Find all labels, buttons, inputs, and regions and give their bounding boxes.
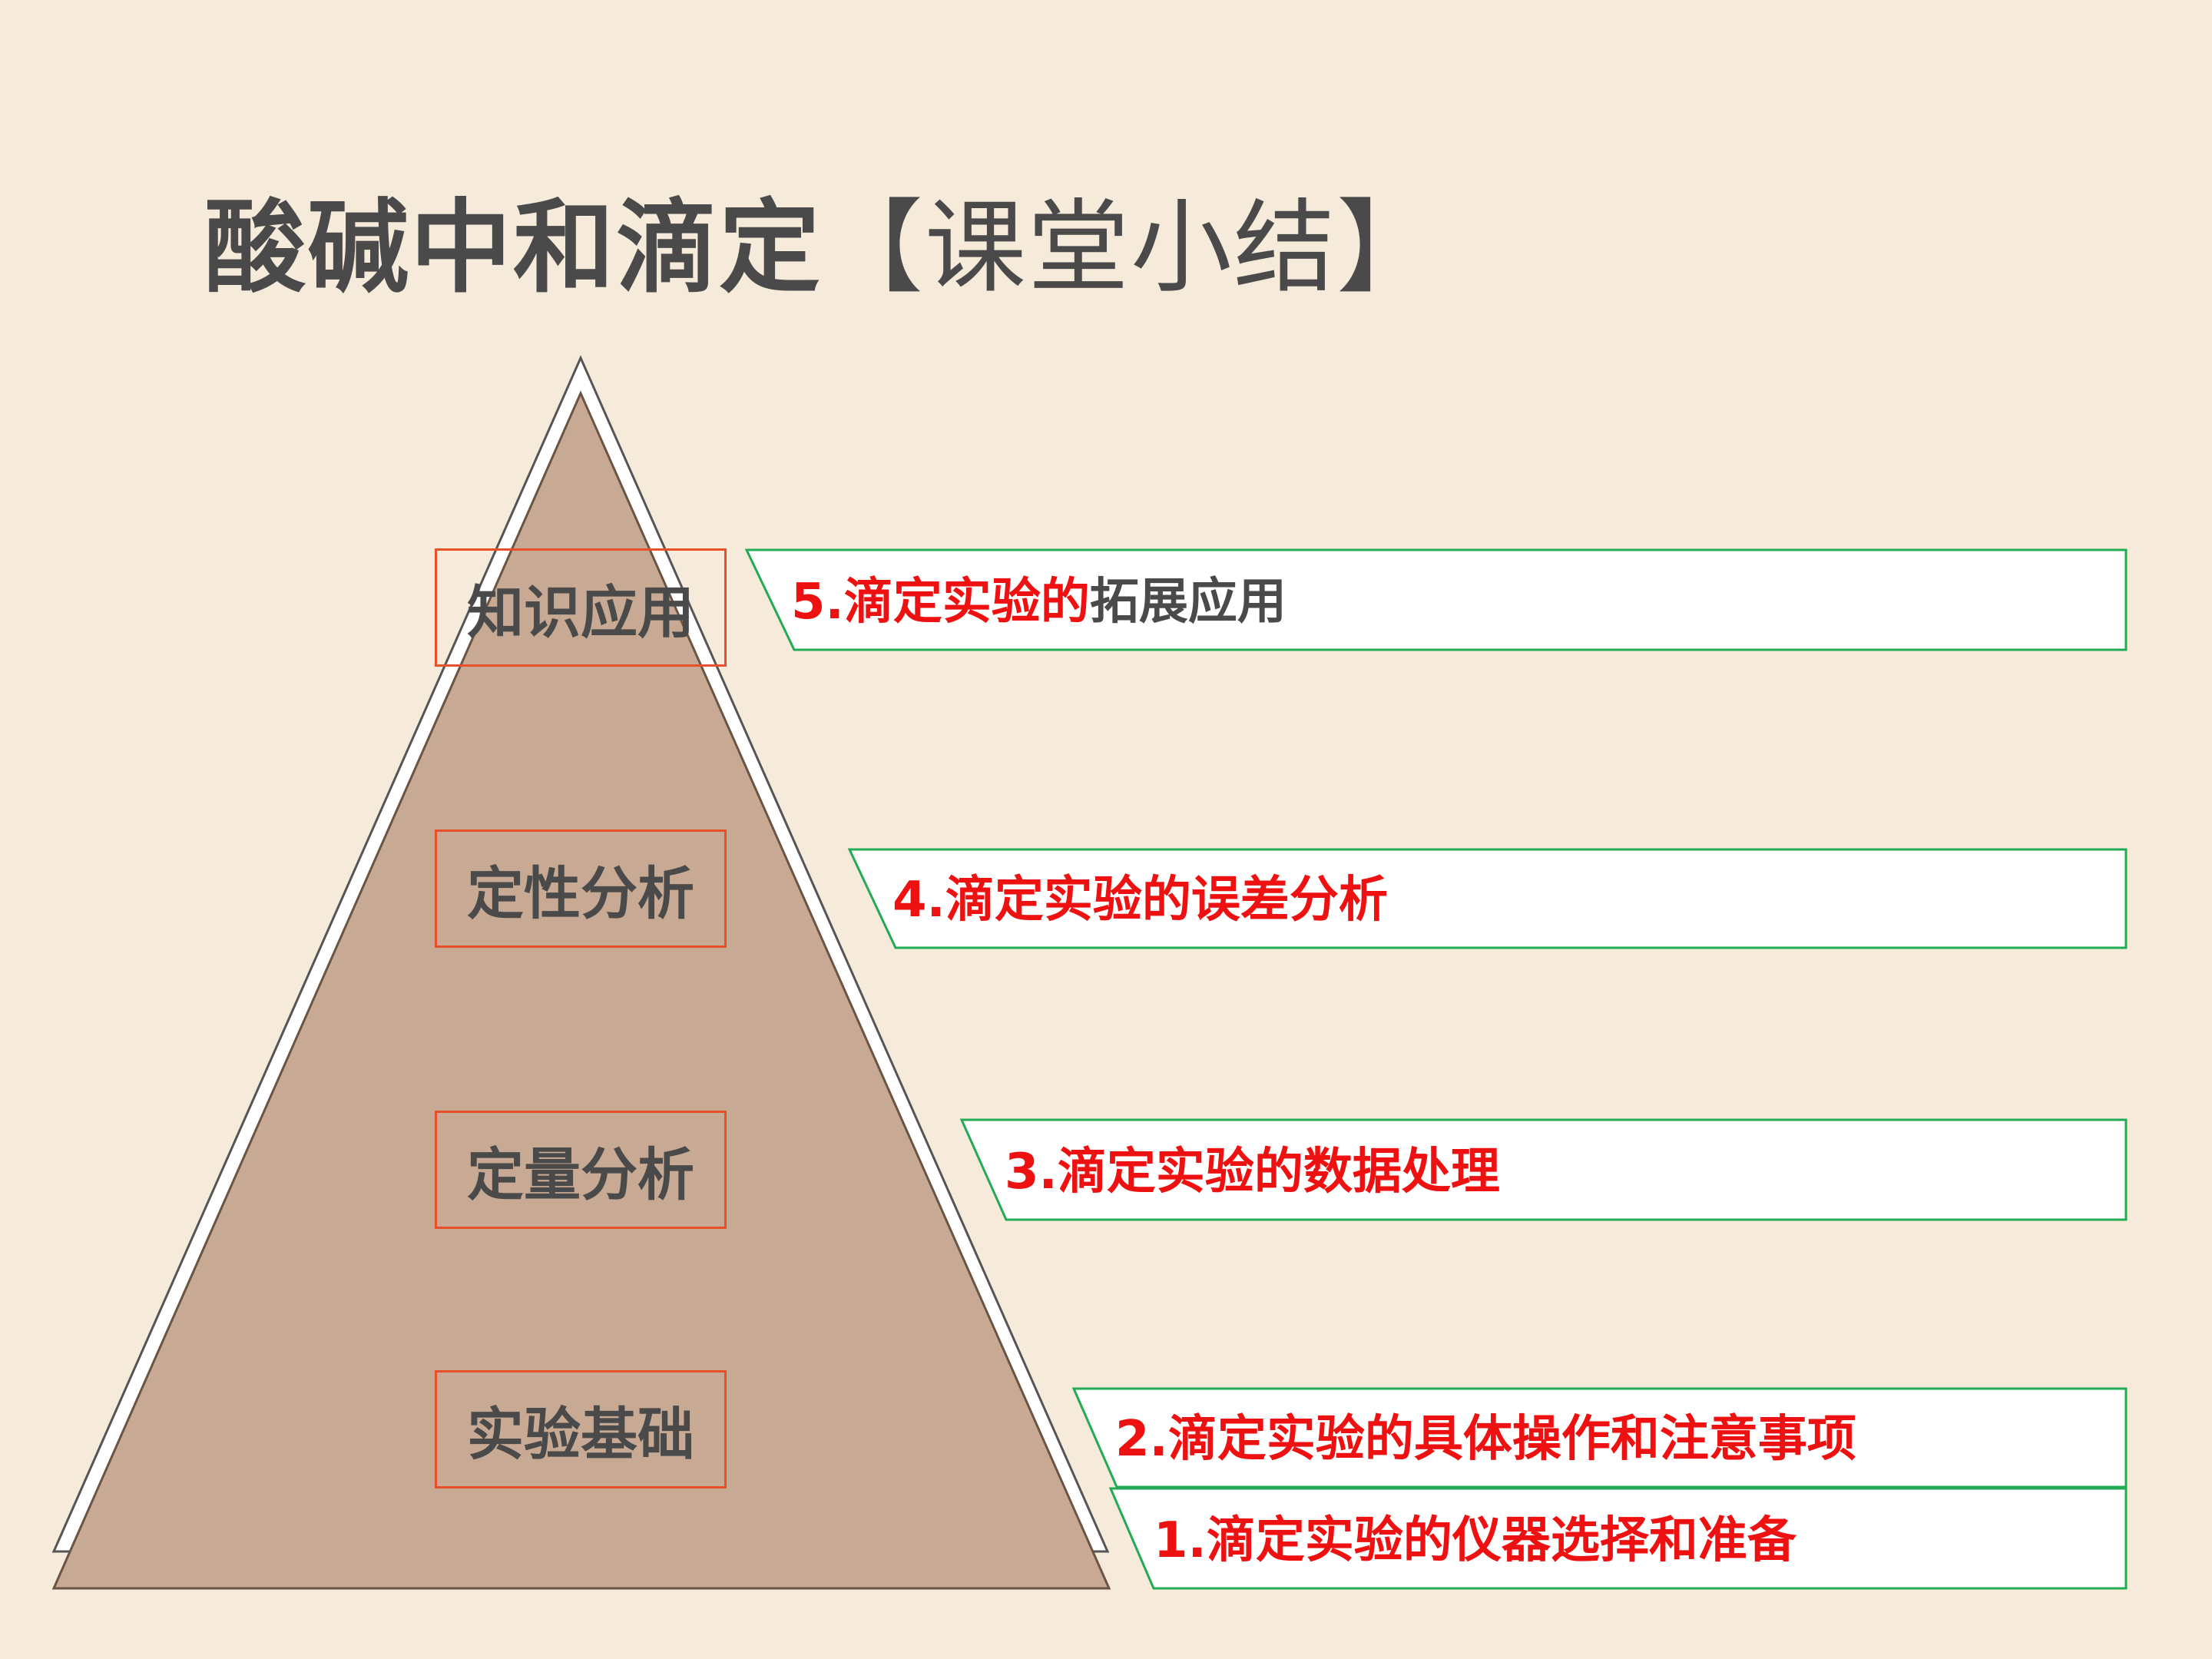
title-main: 酸碱中和滴定 bbox=[204, 189, 822, 307]
item-label-5: 5.滴定实验的拓展应用 bbox=[791, 571, 1286, 633]
item-label-red: 5.滴定实验的 bbox=[791, 574, 1090, 631]
item-label-red: 2.滴定实验的具体操作和注意事项 bbox=[1115, 1411, 1856, 1468]
banner-1 bbox=[1108, 1487, 2128, 1590]
item-label-red: 1.滴定实验的仪器选择和准备 bbox=[1154, 1512, 1796, 1569]
banner-4 bbox=[847, 848, 2128, 949]
item-label-2: 2.滴定实验的具体操作和注意事项 bbox=[1115, 1409, 1856, 1470]
page-title: 酸碱中和滴定【课堂小结】 bbox=[204, 190, 1439, 306]
level-box-experiment-basics: 实验基础 bbox=[435, 1370, 727, 1488]
level-label: 知识应用 bbox=[467, 579, 694, 646]
title-bracket: 【课堂小结】 bbox=[822, 189, 1439, 307]
item-label-4: 4.滴定实验的误差分析 bbox=[892, 869, 1388, 931]
level-box-quantitative-analysis: 定量分析 bbox=[435, 1111, 727, 1229]
item-label-1: 1.滴定实验的仪器选择和准备 bbox=[1154, 1510, 1796, 1571]
pyramid-fill bbox=[51, 390, 1111, 1590]
level-label: 定量分析 bbox=[467, 1141, 694, 1208]
banner-5 bbox=[744, 548, 2128, 651]
level-box-qualitative-analysis: 定性分析 bbox=[435, 830, 727, 948]
item-label-red: 4.滴定实验的误差分析 bbox=[892, 872, 1388, 929]
item-label-gray: 拓展应用 bbox=[1089, 574, 1286, 631]
level-label: 实验基础 bbox=[467, 1401, 694, 1468]
banner-3 bbox=[959, 1118, 2128, 1221]
item-label-red: 3.滴定实验的数据处理 bbox=[1005, 1144, 1500, 1200]
level-box-knowledge-application: 知识应用 bbox=[435, 548, 727, 667]
level-label: 定性分析 bbox=[467, 860, 694, 927]
item-label-3: 3.滴定实验的数据处理 bbox=[1005, 1141, 1500, 1203]
banner-2 bbox=[1071, 1387, 2128, 1488]
